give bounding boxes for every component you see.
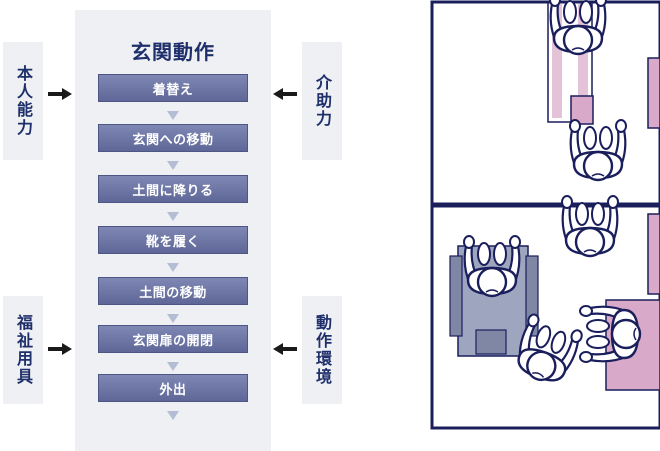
step-move-on-floor: 土間の移動 [98,277,248,305]
flow-arrow [167,111,179,120]
illustration-panel [430,0,660,430]
factor-welfare-equipment-label: 福祉用具 [14,314,33,386]
factor-self-ability-label: 本人能力 [14,65,33,137]
step-move-to-entrance: 玄関への移動 [98,124,248,152]
factor-self-ability: 本人能力 [3,42,43,160]
flow-arrow [167,362,179,371]
factor-welfare-equipment: 福祉用具 [3,296,43,404]
flow-arrow [167,263,179,272]
step-changing-clothes: 着替え [98,74,248,102]
step-step-down: 土間に降りる [98,175,248,203]
flow-arrow [167,411,179,420]
scene-top-frame [430,0,660,206]
factor-environment: 動作環境 [302,296,342,404]
step-go-out: 外出 [98,374,248,402]
flow-arrow [167,161,179,170]
arrow-right-icon [48,343,72,355]
arrow-left-icon [273,88,297,100]
arrow-right-icon [48,88,72,100]
flow-title: 玄関動作 [131,40,215,64]
step-open-close-door: 玄関扉の開閉 [98,325,248,353]
factor-environment-label: 動作環境 [313,314,332,386]
flow-arrow [167,314,179,323]
factor-assistance-label: 介助力 [313,74,332,128]
handrail-icon [647,57,660,129]
factor-assistance: 介助力 [302,42,342,160]
step-put-on-shoes: 靴を履く [98,226,248,254]
arrow-left-icon [273,343,297,355]
flow-arrow [167,212,179,221]
